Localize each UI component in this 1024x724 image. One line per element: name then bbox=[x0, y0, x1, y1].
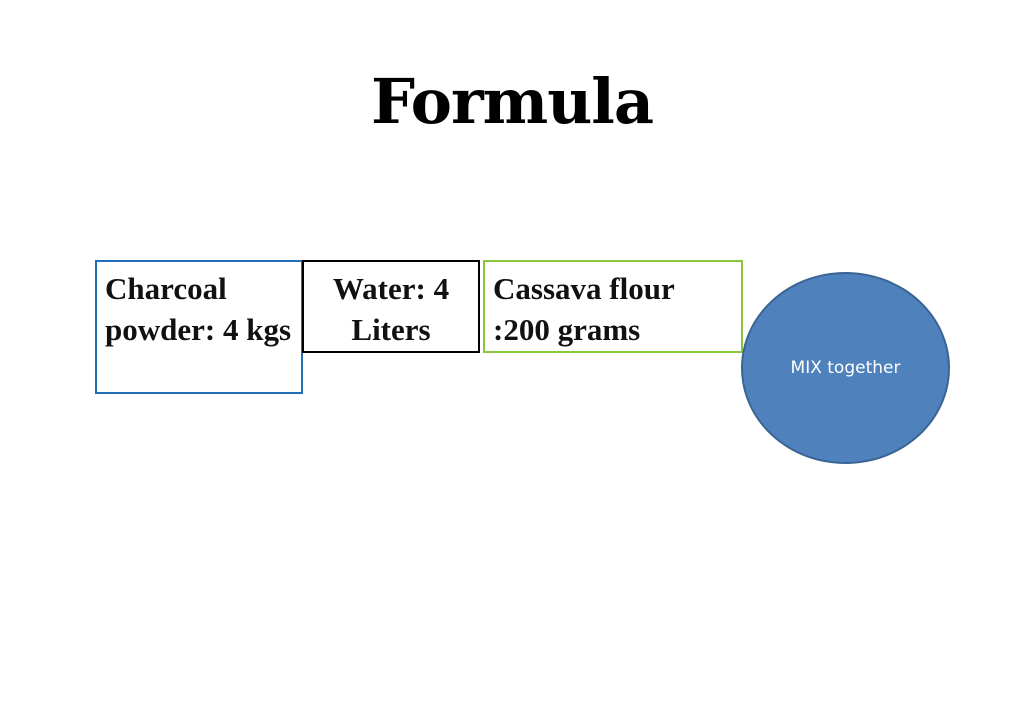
ingredient-label-charcoal: Charcoal powder: 4 kgs bbox=[105, 271, 292, 347]
ingredient-label-water: Water: 4 Liters bbox=[332, 271, 450, 347]
page-title: Formula bbox=[370, 65, 654, 138]
ingredient-box-water: Water: 4 Liters bbox=[302, 260, 480, 353]
mix-circle: MIX together bbox=[741, 272, 950, 464]
ingredient-box-cassava: Cassava flour :200 grams bbox=[483, 260, 743, 353]
ingredient-box-charcoal: Charcoal powder: 4 kgs bbox=[95, 260, 303, 394]
mix-label: MIX together bbox=[790, 358, 901, 378]
ingredient-label-cassava: Cassava flour :200 grams bbox=[493, 271, 675, 347]
